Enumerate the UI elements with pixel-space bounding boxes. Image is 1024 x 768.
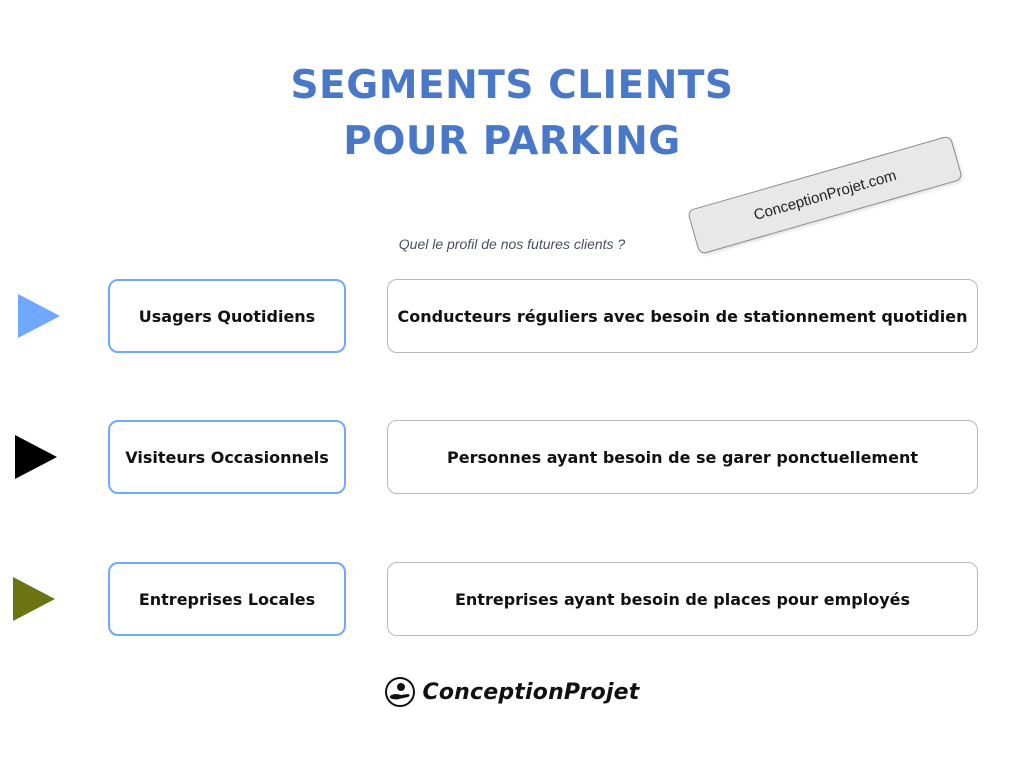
title-line-2: POUR PARKING (343, 119, 681, 164)
segment-box-3: Entreprises Locales (108, 562, 346, 636)
page-title: SEGMENTS CLIENTS POUR PARKING (0, 58, 1024, 170)
segment-box-1: Usagers Quotidiens (108, 279, 346, 353)
description-box-1: Conducteurs réguliers avec besoin de sta… (387, 279, 978, 353)
logo-text: ConceptionProjet (422, 679, 640, 705)
description-box-2: Personnes ayant besoin de se garer ponct… (387, 420, 978, 494)
arrow-icon-1 (18, 294, 60, 338)
arrow-icon-2 (15, 435, 57, 479)
arrow-icon-3 (13, 577, 55, 621)
segment-box-2: Visiteurs Occasionnels (108, 420, 346, 494)
title-line-1: SEGMENTS CLIENTS (290, 63, 734, 108)
description-box-3: Entreprises ayant besoin de places pour … (387, 562, 978, 636)
subtitle: Quel le profil de nos futures clients ? (398, 236, 626, 252)
brand-logo: ConceptionProjet (0, 676, 1024, 708)
hand-coin-icon (385, 677, 416, 707)
